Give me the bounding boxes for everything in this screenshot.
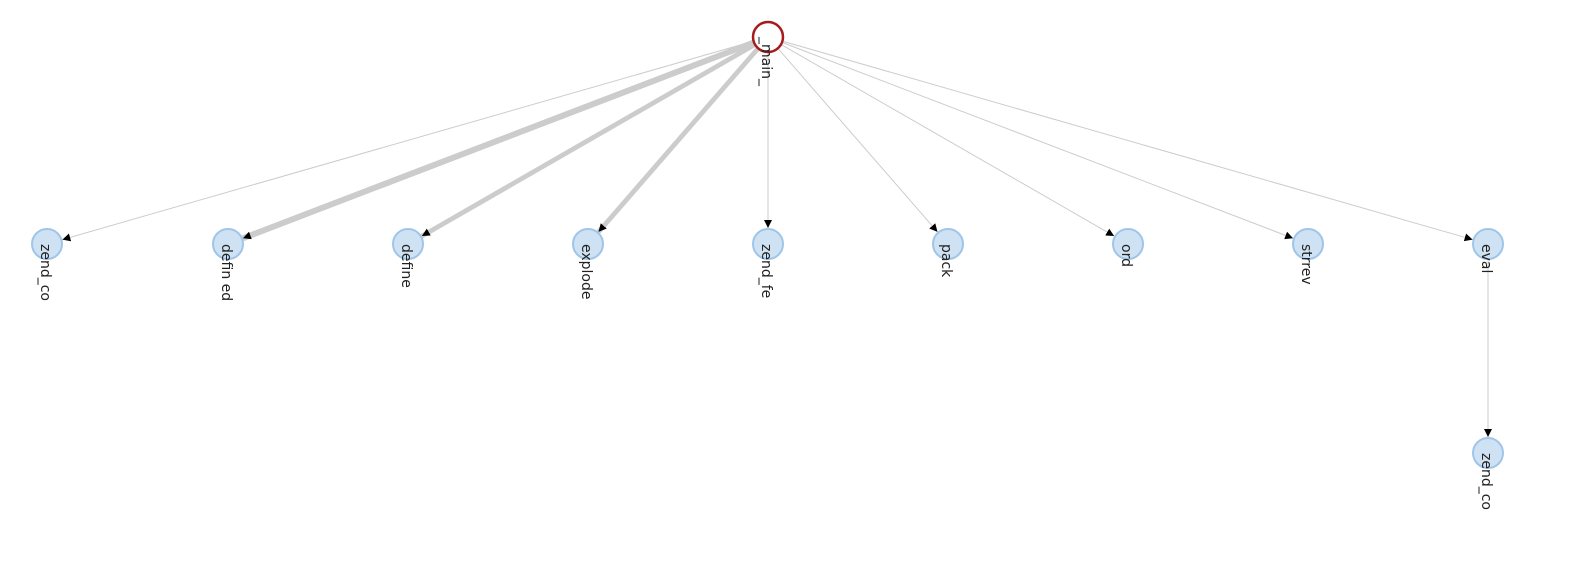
node-label-zend_fe: zend_fe [758, 244, 774, 298]
node-label-explode: explode [578, 244, 594, 300]
node-label-strrev: strrev [1298, 244, 1314, 285]
edge-main-to-ord [780, 44, 1115, 237]
node-zend_fe[interactable]: zend_fe [752, 228, 784, 298]
edge-main-to-pack [777, 47, 938, 233]
edge-main-to-defined [241, 39, 756, 242]
edge-main-to-strrev [781, 41, 1294, 240]
node-main[interactable]: _main_ [751, 20, 785, 87]
edge-main-to-zend_co_1 [62, 40, 754, 242]
node-zend_co_2[interactable]: zend_co [1472, 437, 1504, 510]
node-circle-explode[interactable] [572, 228, 604, 260]
node-label-define: define [398, 244, 414, 288]
edge-layer [62, 39, 1492, 437]
node-circle-main[interactable] [751, 20, 785, 54]
node-ord[interactable]: ord [1112, 228, 1144, 267]
node-circle-zend_co_2[interactable] [1472, 437, 1504, 469]
node-circle-zend_co_1[interactable] [31, 228, 63, 260]
node-defined[interactable]: defin ed [212, 228, 244, 301]
node-label-zend_co_1: zend_co [37, 244, 53, 301]
node-label-zend_co_2: zend_co [1478, 453, 1494, 510]
node-layer: _main_ zend_co defin ed define explode zend_f… [31, 20, 1504, 510]
edge-main-to-eval [782, 40, 1473, 242]
node-strrev[interactable]: strrev [1292, 228, 1324, 285]
node-define[interactable]: define [392, 228, 424, 288]
node-circle-ord[interactable] [1112, 228, 1144, 260]
node-circle-eval[interactable] [1472, 228, 1504, 260]
node-label-pack: pack [938, 244, 954, 278]
node-circle-pack[interactable] [932, 228, 964, 260]
node-explode[interactable]: explode [572, 228, 604, 300]
edge-main-to-explode [596, 46, 760, 234]
node-label-eval: eval [1478, 244, 1494, 273]
edge-main-to-define [420, 42, 757, 239]
node-label-main: _main_ [758, 36, 774, 87]
node-pack[interactable]: pack [932, 228, 964, 278]
node-circle-strrev[interactable] [1292, 228, 1324, 260]
node-circle-zend_fe[interactable] [752, 228, 784, 260]
node-circle-define[interactable] [392, 228, 424, 260]
node-zend_co_1[interactable]: zend_co [31, 228, 63, 301]
node-eval[interactable]: eval [1472, 228, 1504, 273]
node-label-ord: ord [1118, 244, 1134, 267]
node-label-defined: defin ed [218, 244, 234, 301]
node-circle-defined[interactable] [212, 228, 244, 260]
